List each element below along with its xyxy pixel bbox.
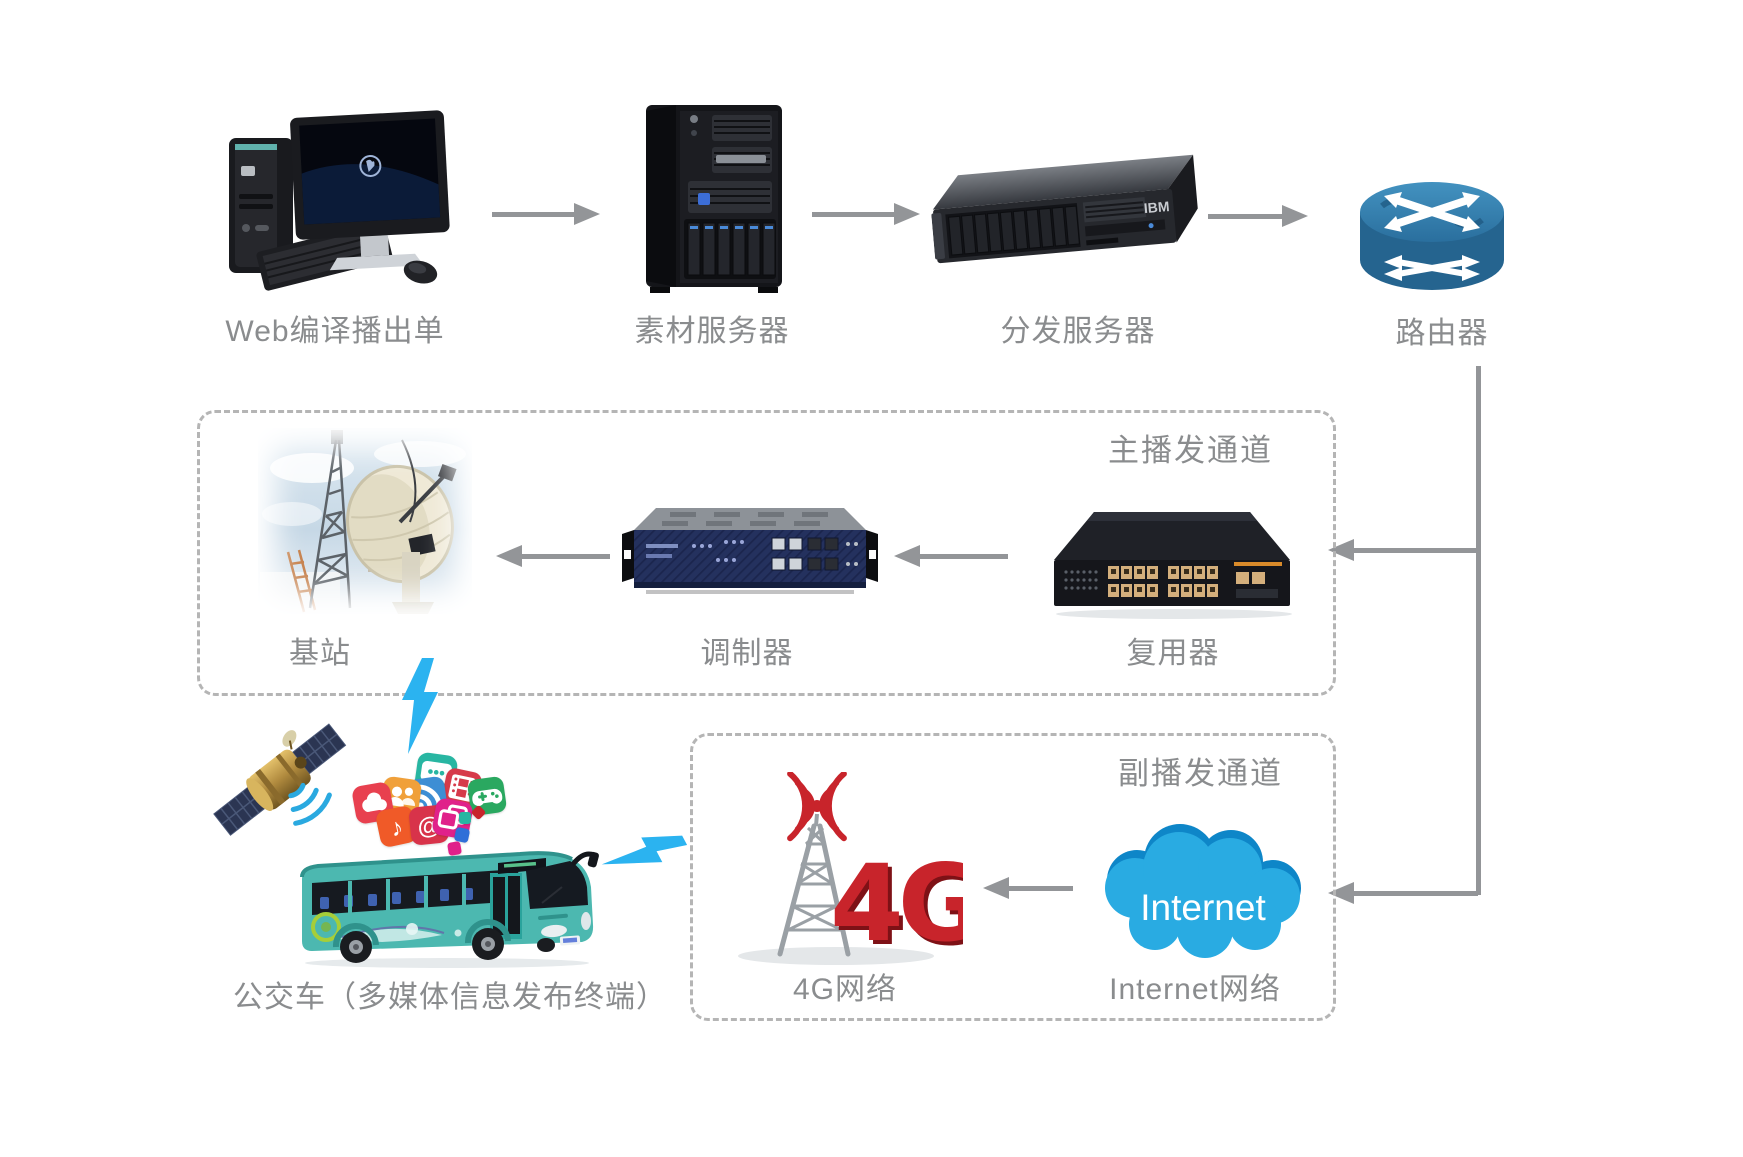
- lightning-bolt-base-to-icons: [392, 658, 442, 756]
- desktop-computer-illustration: [215, 108, 455, 298]
- 4g-tower-icon: 4G 4G: [728, 772, 963, 968]
- multiplexer-device: [1050, 496, 1298, 628]
- tower-server-illustration: [640, 103, 788, 295]
- arrow-router-to-main-channel: [1328, 539, 1478, 561]
- node-label-base-station: 基站: [289, 637, 351, 670]
- media-icons-cluster: ♪ @: [350, 748, 508, 863]
- node-label-modulator: 调制器: [700, 637, 794, 670]
- node-label-material-server: 素材服务器: [634, 315, 790, 348]
- arrow-multiplexer-to-modulator: [894, 545, 1008, 567]
- node-label-router: 路由器: [1395, 317, 1489, 350]
- arrow-material-to-distribution: [812, 203, 920, 225]
- base-station-photo: [252, 424, 478, 618]
- lightning-bolt-4g-to-bus: [598, 820, 688, 886]
- internet-cloud-icon: Internet: [1085, 818, 1320, 966]
- node-label-distribution-server: 分发服务器: [1000, 315, 1156, 348]
- router-downlink-line: [1476, 366, 1481, 895]
- arrow-web-to-material: [492, 203, 600, 225]
- arrow-internet-to-4g: [983, 877, 1073, 899]
- music-note-icon: ♪: [374, 804, 419, 849]
- gamepad-icon: [466, 775, 508, 817]
- main-channel-box: 主播发通道: [197, 410, 1336, 696]
- node-label-4g-network: 4G网络: [792, 973, 898, 1006]
- rack-server-illustration: IBM: [927, 147, 1204, 288]
- secondary-channel-title: 副播发通道: [1118, 756, 1283, 791]
- svg-text:♪: ♪: [388, 814, 406, 843]
- bus-illustration: [292, 843, 604, 971]
- modulator-device: [622, 502, 878, 604]
- satellite-icon: [205, 715, 355, 845]
- dot-square-teal: [459, 812, 471, 824]
- node-label-bus-terminal: 公交车（多媒体信息发布终端）: [233, 981, 667, 1014]
- node-label-web-playout: Web编译播出单: [225, 315, 445, 348]
- arrow-router-to-secondary-channel: [1328, 882, 1478, 904]
- main-channel-title: 主播发通道: [1108, 433, 1273, 468]
- 4g-text: 4G: [830, 842, 963, 965]
- router-icon: [1356, 178, 1508, 296]
- cloud-text: Internet: [1140, 887, 1266, 928]
- arrow-modulator-to-base-station: [496, 545, 610, 567]
- server-brand-badge: IBM: [1143, 198, 1170, 216]
- node-label-multiplexer: 复用器: [1126, 637, 1220, 670]
- secondary-channel-box: 副播发通道: [690, 733, 1336, 1021]
- cloud-icon: [350, 780, 396, 826]
- arrow-distribution-to-router: [1208, 205, 1308, 227]
- node-label-internet-network: Internet网络: [1109, 973, 1281, 1006]
- 4g-text-shadow: 4G: [834, 846, 963, 968]
- wifi-waves-icon: [286, 778, 346, 844]
